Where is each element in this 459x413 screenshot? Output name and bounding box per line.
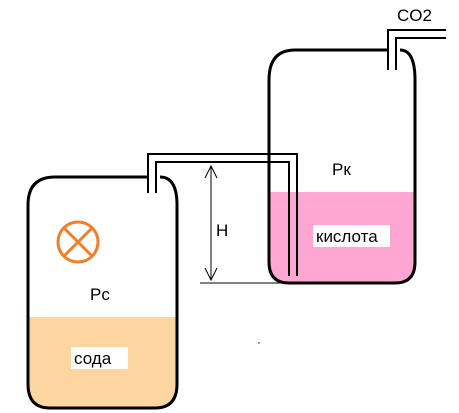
connecting-tube-outer-wall	[147, 153, 298, 276]
soda-label: сода	[74, 349, 112, 368]
height-dimension	[176, 161, 287, 284]
soda-label-background	[71, 347, 128, 369]
co2-tube-inner-wall	[395, 37, 446, 70]
stray-dot	[258, 342, 260, 344]
height-arrow-down	[204, 267, 218, 282]
acid-label-background	[313, 225, 390, 247]
height-label: Н	[216, 221, 228, 240]
soda-vessel-outline	[26, 175, 179, 410]
soda-pressure-label: Рс	[90, 285, 110, 304]
heater-icon	[56, 220, 100, 264]
acid-vessel-outline	[267, 48, 417, 285]
co2-tube-outer-wall	[387, 29, 446, 70]
acid-label: кислота	[316, 227, 378, 246]
co2-label: CO2	[397, 6, 432, 25]
co2-outlet-tube	[387, 29, 446, 70]
acid-pressure-label: Рк	[332, 160, 351, 179]
height-arrow-up	[204, 164, 218, 179]
